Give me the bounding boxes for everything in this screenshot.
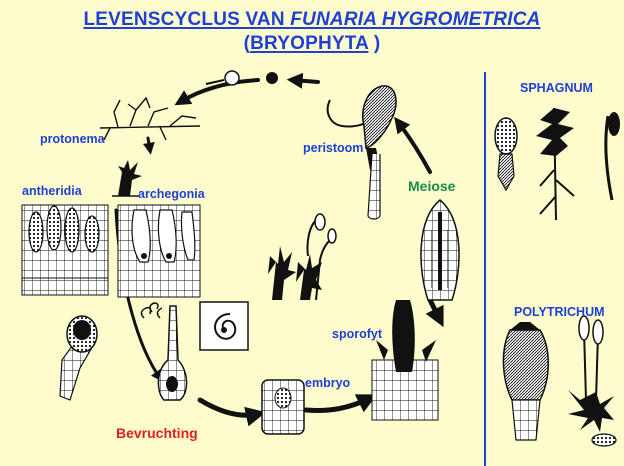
archegonium-fertilization-icon	[158, 306, 186, 400]
label-sphagnum: SPHAGNUM	[520, 81, 593, 95]
label-archegonia: archegonia	[138, 187, 205, 201]
embryo-icon	[262, 380, 304, 434]
label-embryo: embryo	[305, 376, 350, 390]
archegonia-section	[118, 205, 200, 297]
arrow-to-peristoom	[398, 122, 430, 172]
sperm-icon	[141, 303, 162, 318]
arrow-protonema-to-gametophore	[148, 138, 150, 150]
antheridium-detail-icon	[60, 316, 97, 400]
label-protonema: protonema	[40, 132, 105, 146]
label-polytrichum: POLYTRICHUM	[514, 305, 605, 319]
label-peristoom: peristoom	[303, 141, 363, 155]
panel-divider	[484, 72, 486, 466]
sperm-detail-box	[200, 302, 248, 350]
protonema-icon	[100, 98, 200, 140]
arrow-bevruchting-to-embryo	[200, 400, 258, 415]
sphagnum-illustration	[495, 108, 620, 220]
moss-plant-icon	[268, 214, 336, 300]
label-meiose: Meiose	[408, 178, 455, 194]
arrow-sporofyt-to-capsule	[430, 300, 440, 320]
label-bevruchting: Bevruchting	[116, 425, 198, 441]
label-sporofyt: sporofyt	[332, 327, 382, 341]
polytrichum-illustration	[503, 316, 616, 446]
arrow-capsule-to-spore	[293, 80, 318, 82]
sporofyt-icon	[372, 300, 438, 420]
label-antheridia: antheridia	[22, 184, 82, 198]
antheridia-section	[22, 205, 108, 295]
arrow-embryo-to-sporofyt	[306, 398, 370, 411]
capsule-section-icon	[421, 200, 459, 300]
arrow-spore-to-protonema	[180, 80, 258, 102]
